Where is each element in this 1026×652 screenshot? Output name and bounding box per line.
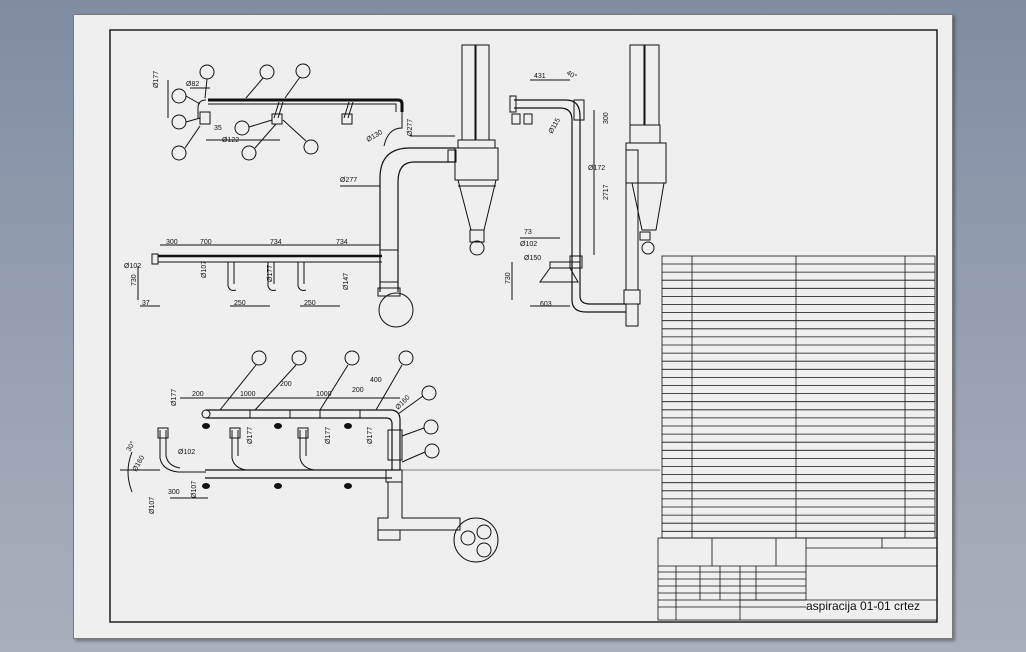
dimension-label: 35 — [214, 125, 222, 132]
drawing-name: aspiracija 01-01 crtez — [806, 599, 920, 613]
dimension-label: 300 — [166, 239, 178, 246]
dimension-label: 200 — [280, 381, 292, 388]
dimension-label: 250 — [234, 300, 246, 307]
dimension-label: 734 — [270, 239, 282, 246]
dimension-label: Ø177 — [247, 427, 254, 444]
dimension-label: Ø277 — [407, 119, 414, 136]
dimension-label: 73 — [524, 229, 532, 236]
dimension-label: Ø172 — [588, 165, 605, 172]
dimension-label: Ø102 — [178, 449, 195, 456]
drawing-sheet — [73, 14, 953, 639]
top-left-pipe-view — [167, 63, 404, 161]
dimension-label: Ø177 — [171, 389, 178, 406]
dimension-label: Ø115 — [548, 117, 562, 135]
dimension-label: Ø107 — [149, 497, 156, 514]
dimension-label: 40° — [565, 69, 578, 81]
dimension-label: 730 — [505, 272, 512, 284]
dimension-label: Ø177 — [325, 427, 332, 444]
dimension-label: 300 — [168, 489, 180, 496]
dimension-label: Ø177 — [367, 427, 374, 444]
dimension-label: 200 — [352, 387, 364, 394]
dimension-label: 250 — [304, 300, 316, 307]
top-mid-pipe-view — [137, 44, 499, 328]
dimension-label: Ø147 — [343, 273, 350, 290]
dimension-label: Ø160 — [394, 394, 411, 411]
top-right-pipe-view — [509, 44, 667, 327]
dimension-label: Ø150 — [524, 255, 541, 262]
dimension-label: Ø102 — [124, 263, 141, 270]
dimension-label: Ø122 — [222, 137, 239, 144]
dimension-label: 431 — [534, 73, 546, 80]
dimension-label: 300 — [603, 112, 610, 124]
drawing-frame — [109, 29, 938, 623]
dimension-label: 734 — [336, 239, 348, 246]
dimension-label: Ø82 — [186, 81, 199, 88]
dimension-label: 37 — [142, 300, 150, 307]
dimension-label: 1000 — [240, 391, 256, 398]
dimension-label: 2717 — [603, 184, 610, 200]
dimension-label: Ø130 — [366, 129, 384, 144]
dimension-label: Ø107 — [191, 481, 198, 498]
dimension-label: Ø177 — [153, 71, 160, 88]
title-block — [657, 537, 938, 621]
dimension-label: 1000 — [316, 391, 332, 398]
parts-list-table — [661, 255, 936, 539]
dimension-label: Ø102 — [520, 241, 537, 248]
dimension-label: 30° — [125, 440, 137, 453]
dimension-label: 700 — [200, 239, 212, 246]
dimension-label: Ø277 — [340, 177, 357, 184]
dimension-label: 200 — [192, 391, 204, 398]
dimension-label: Ø177 — [267, 265, 274, 282]
bottom-pipe-view — [120, 350, 499, 563]
dimension-label: Ø107 — [201, 261, 208, 278]
dimension-label: 730 — [131, 274, 138, 286]
dimension-label: 400 — [370, 377, 382, 384]
dimension-label: 603 — [540, 301, 552, 308]
